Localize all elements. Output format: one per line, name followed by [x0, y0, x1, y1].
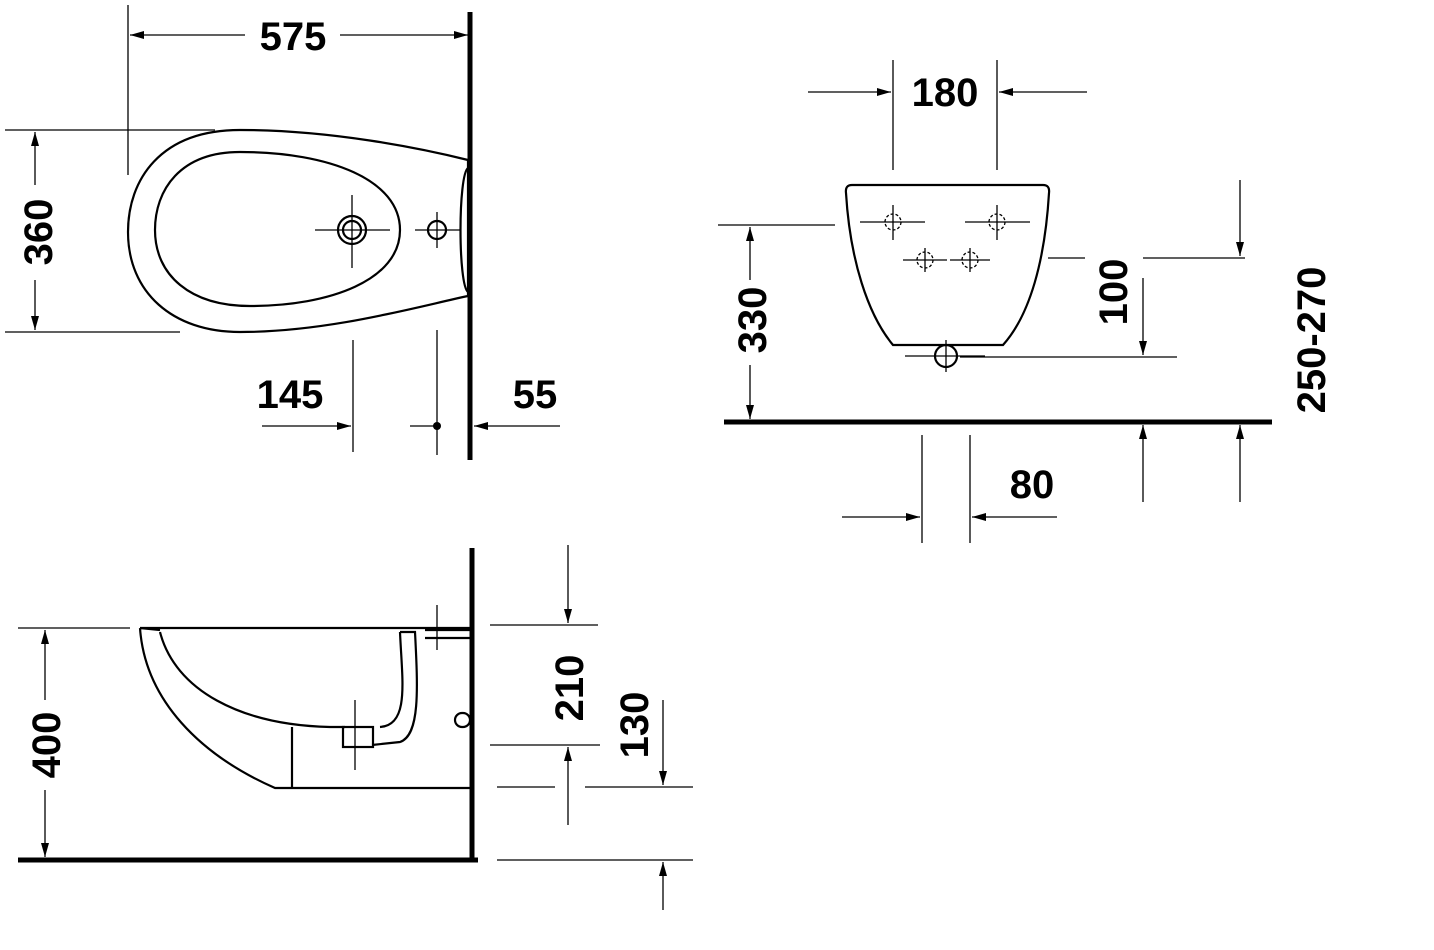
dim-width: 575: [260, 15, 327, 59]
waste-outlet-icon: [341, 700, 375, 770]
dim-depth: 360: [17, 199, 61, 266]
dim-fixing-offset: 55: [513, 373, 558, 417]
rear-edge: [459, 167, 469, 293]
dim-tap-offset: 145: [257, 373, 324, 417]
front-view: 180 330 100 250-270 80: [718, 60, 1334, 543]
dim-front-height: 330: [731, 287, 775, 354]
waste-hole-icon: [905, 340, 985, 372]
bidet-outline-front: [844, 183, 1051, 347]
bowl-outline-side: [158, 631, 404, 729]
side-view: 400 210 130: [18, 545, 693, 910]
dim-inlet-range: 250-270: [1290, 267, 1334, 414]
dim-fixing-height: 100: [1092, 259, 1136, 326]
dim-waste-width: 80: [1010, 463, 1055, 507]
tap-holes-icon: [860, 205, 1030, 272]
fixing-hole-icon: [415, 212, 460, 248]
dim-waste-depth: 210: [548, 655, 592, 722]
dim-rim-height: 400: [25, 712, 69, 779]
bidet-outline-side: [138, 626, 470, 790]
plan-view: 575 360 145 55: [5, 5, 560, 460]
dim-waste-height: 130: [613, 692, 657, 759]
tap-hole-icon: [315, 195, 390, 268]
dim-hole-spacing: 180: [912, 71, 979, 115]
bidet-outline-top: [126, 128, 470, 334]
bowl-outline-top: [153, 150, 402, 308]
